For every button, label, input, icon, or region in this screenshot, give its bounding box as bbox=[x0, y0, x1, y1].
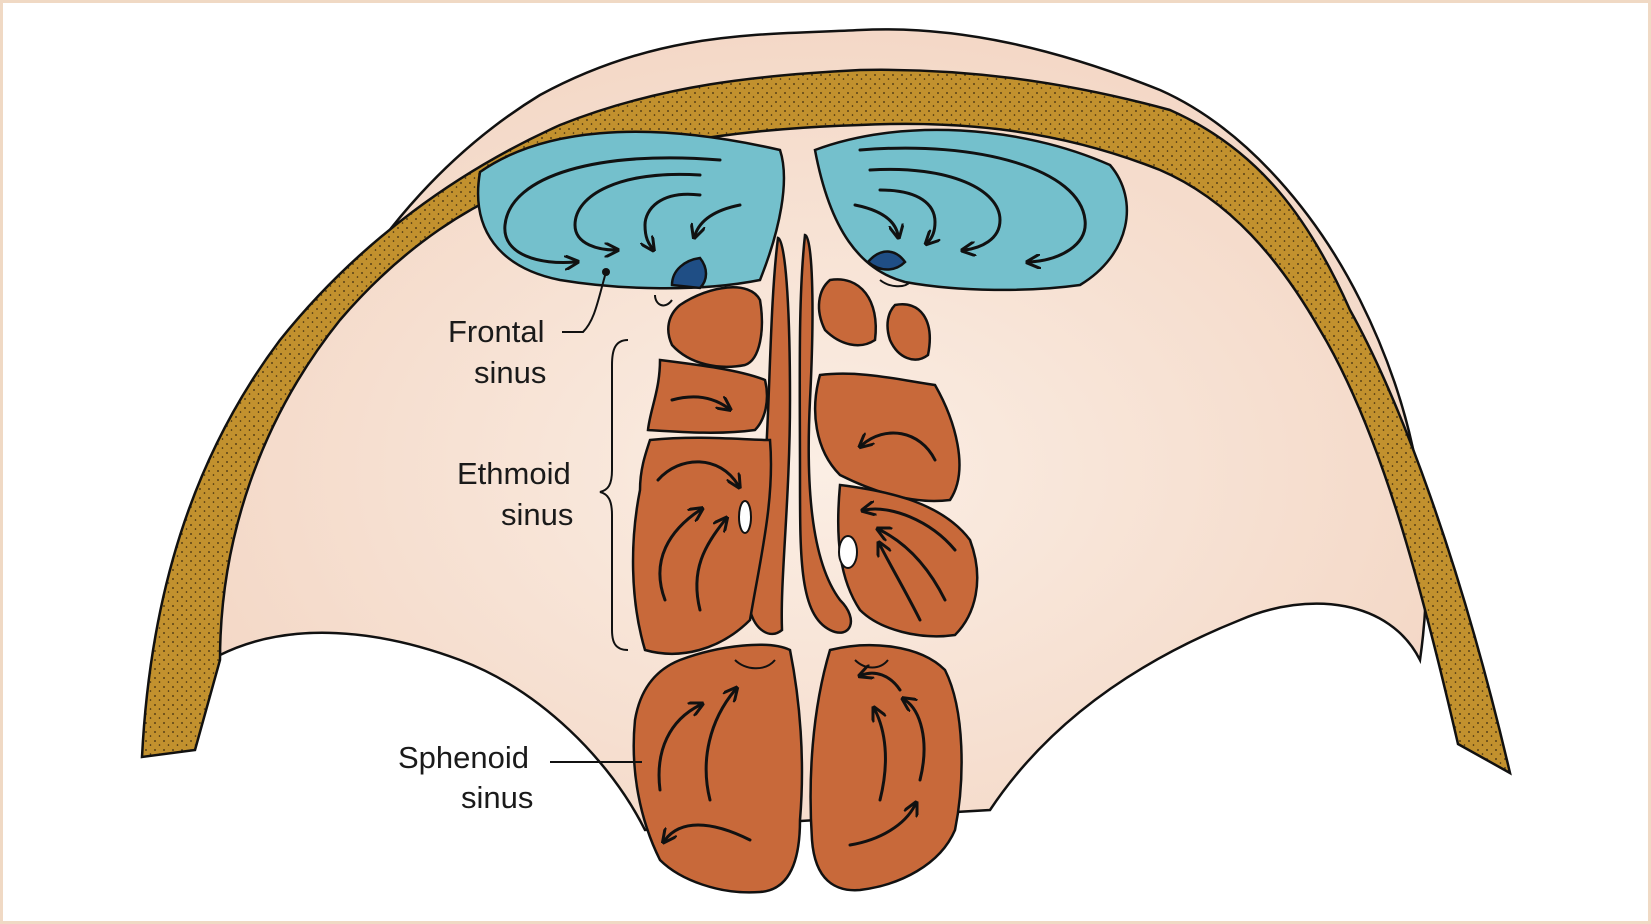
left-ethmoid-cell-1 bbox=[667, 286, 764, 369]
right-ethmoid-cell-2 bbox=[886, 302, 931, 361]
right-frontal-ostium bbox=[866, 250, 907, 271]
left-frontal-ostium bbox=[670, 256, 708, 290]
frontal-sinus-label-line1: Frontal bbox=[448, 314, 544, 349]
frontal-drainage-arrows bbox=[503, 146, 1087, 262]
nasal-septum-right bbox=[798, 233, 852, 634]
right-ethmoid-cell-1 bbox=[817, 278, 878, 347]
sphenoid-sinus-label-line1: Sphenoid bbox=[398, 740, 529, 775]
ethmoid-sinus-label-line2: sinus bbox=[501, 497, 573, 532]
right-ethmoid-cell-4 bbox=[836, 483, 979, 638]
ethmoid-sinus-label-line1: Ethmoid bbox=[457, 456, 571, 491]
left-ethmoid-cell-2 bbox=[646, 358, 769, 434]
right-ethmoid-cell-3 bbox=[814, 372, 961, 503]
sphenoid-drainage-arrows bbox=[657, 673, 926, 847]
sphenoid-sinus-label-line2: sinus bbox=[461, 780, 533, 815]
left-frontal-sinus bbox=[476, 130, 786, 290]
frontal-sinus-label-line2: sinus bbox=[474, 355, 546, 390]
frontal-leader-line bbox=[562, 271, 607, 333]
ethmoid-drainage-arrows bbox=[656, 395, 957, 622]
left-ethmoid-cell-3 bbox=[631, 436, 773, 655]
ethmoid-brace bbox=[599, 339, 629, 651]
